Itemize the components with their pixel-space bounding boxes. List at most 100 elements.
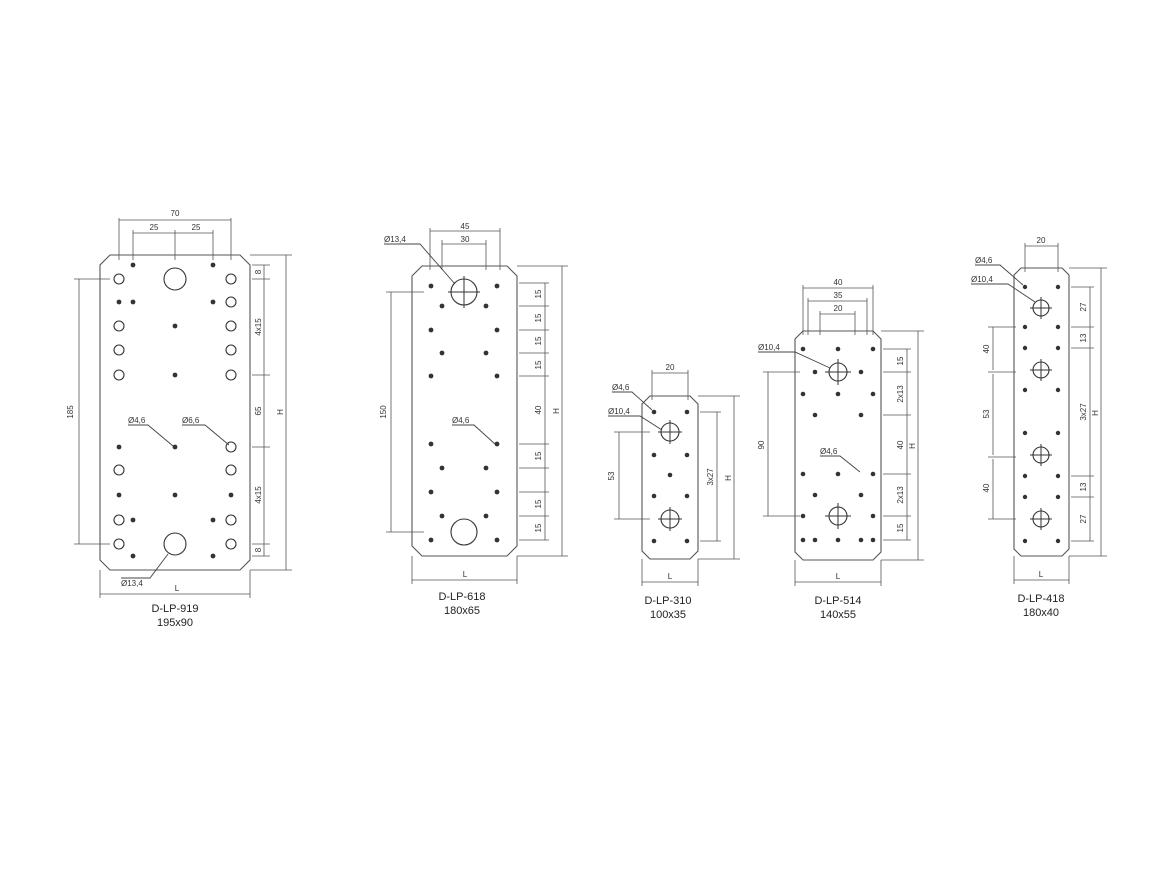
right-dimensions: 15 15 15 15 40 15 15 15 H [517, 265, 568, 557]
dim-label: 2x13 [896, 486, 905, 504]
dim-letter-h: H [276, 409, 285, 415]
dim-label: 3x27 [706, 468, 715, 486]
dim-label: 35 [834, 291, 843, 300]
dim-label: 15 [534, 451, 543, 460]
dim-label: 15 [534, 360, 543, 369]
nail-holes [116, 262, 234, 559]
dim-label: 30 [461, 235, 470, 244]
hole-ring [113, 514, 125, 526]
right-dimensions: 8 4x15 65 4x15 8 H [250, 254, 292, 571]
dim-letter-h: H [724, 475, 733, 481]
plate-d-lp-618: 45 30 15 15 15 15 40 15 15 15 H [379, 222, 568, 617]
callout-label: Ø13,4 [121, 579, 143, 588]
dim-label: 15 [534, 523, 543, 532]
bottom-dimensions: L [411, 556, 518, 584]
nail-holes [1022, 284, 1061, 544]
top-dimensions: 70 25 25 [118, 209, 232, 260]
dim-letter-h: H [908, 443, 917, 449]
dim-label: 150 [379, 405, 388, 419]
dim-label: 15 [534, 499, 543, 508]
dim-label: 70 [171, 209, 180, 218]
dim-letter-l: L [836, 572, 841, 581]
plate-outline [99, 254, 251, 571]
dim-label: 40 [896, 440, 905, 449]
bottom-dimensions: L [99, 570, 251, 598]
holes [428, 276, 500, 546]
callouts: Ø4,6 Ø6,6 Ø13,4 [121, 416, 230, 588]
callout-label: Ø4,6 [820, 447, 838, 456]
dim-label: 13 [1079, 333, 1088, 342]
left-dimensions: 40 53 40 [982, 326, 1016, 520]
callout-label: Ø10,4 [971, 275, 993, 284]
plate-outline [641, 395, 699, 560]
top-dimensions: 40 35 20 [802, 278, 874, 335]
bottom-dimensions: L [794, 560, 882, 586]
holes [800, 346, 876, 543]
dim-label: 8 [254, 547, 263, 552]
plate-name: D-LP-919 [151, 603, 198, 615]
plate-d-lp-418: 20 27 13 3x27 13 27 H [971, 236, 1107, 619]
dim-label: 8 [254, 269, 263, 274]
hole-large [450, 518, 478, 546]
hole-ring [113, 273, 125, 285]
dim-label: 15 [896, 356, 905, 365]
top-dimensions: 20 [1024, 236, 1059, 272]
hole-ring [225, 273, 237, 285]
dim-letter-l: L [668, 572, 673, 581]
dim-letter-l: L [175, 584, 180, 593]
dim-label: 27 [1079, 514, 1088, 523]
dim-label: 15 [534, 336, 543, 345]
hole-ring [225, 369, 237, 381]
callout-label: Ø13,4 [384, 235, 406, 244]
hole-ring [113, 344, 125, 356]
nail-holes [651, 409, 690, 544]
plate-d-lp-919: 70 25 25 8 4x15 65 4x15 8 H [66, 209, 292, 629]
hole-ring [113, 320, 125, 332]
hole-ring [225, 320, 237, 332]
plate-name: D-LP-514 [814, 595, 861, 607]
dim-label: 40 [982, 483, 991, 492]
left-dimensions: 90 [757, 371, 800, 517]
right-dimensions: 27 13 3x27 13 27 H [1069, 267, 1107, 557]
right-dimensions: 3x27 H [698, 395, 740, 560]
callouts: Ø13,4 Ø4,6 [384, 235, 496, 445]
hole-ring [225, 538, 237, 550]
left-dimensions: 150 [379, 291, 424, 533]
plate-size: 140x55 [820, 609, 856, 621]
dim-label: 45 [461, 222, 470, 231]
hole-large [163, 532, 187, 556]
plate-outline [1013, 267, 1070, 557]
callouts: Ø4,6 Ø10,4 [608, 383, 663, 431]
plate-outline [411, 265, 518, 557]
dim-label: 4x15 [254, 486, 263, 504]
left-dimensions: 53 [607, 431, 650, 520]
hole-ring [113, 538, 125, 550]
callout-label: Ø4,6 [452, 416, 470, 425]
dim-letter-l: L [463, 570, 468, 579]
left-dimensions: 185 [66, 278, 110, 545]
dim-label: 65 [254, 406, 263, 415]
holes [1022, 284, 1061, 544]
dim-label: 40 [982, 344, 991, 353]
dim-label: 15 [534, 289, 543, 298]
dim-label: 90 [757, 440, 766, 449]
plate-size: 195x90 [157, 617, 193, 629]
hole-ring [225, 344, 237, 356]
plate-name: D-LP-310 [644, 595, 691, 607]
dim-label: 4x15 [254, 318, 263, 336]
callout-label: Ø4,6 [128, 416, 146, 425]
dim-label: 40 [534, 405, 543, 414]
dim-label: 13 [1079, 482, 1088, 491]
plate-name: D-LP-618 [438, 591, 485, 603]
plate-d-lp-514: 40 35 20 15 2x13 40 2x13 15 H 90 [757, 278, 924, 621]
holes [113, 262, 237, 559]
callouts: Ø10,4 Ø4,6 [758, 343, 861, 473]
dim-label: 27 [1079, 302, 1088, 311]
dim-label: 40 [834, 278, 843, 287]
callout-label: Ø4,6 [612, 383, 630, 392]
callout-label: Ø10,4 [608, 407, 630, 416]
hole-ring [113, 369, 125, 381]
dim-letter-h: H [1091, 410, 1100, 416]
dim-label: 185 [66, 405, 75, 419]
hole-ring [113, 464, 125, 476]
